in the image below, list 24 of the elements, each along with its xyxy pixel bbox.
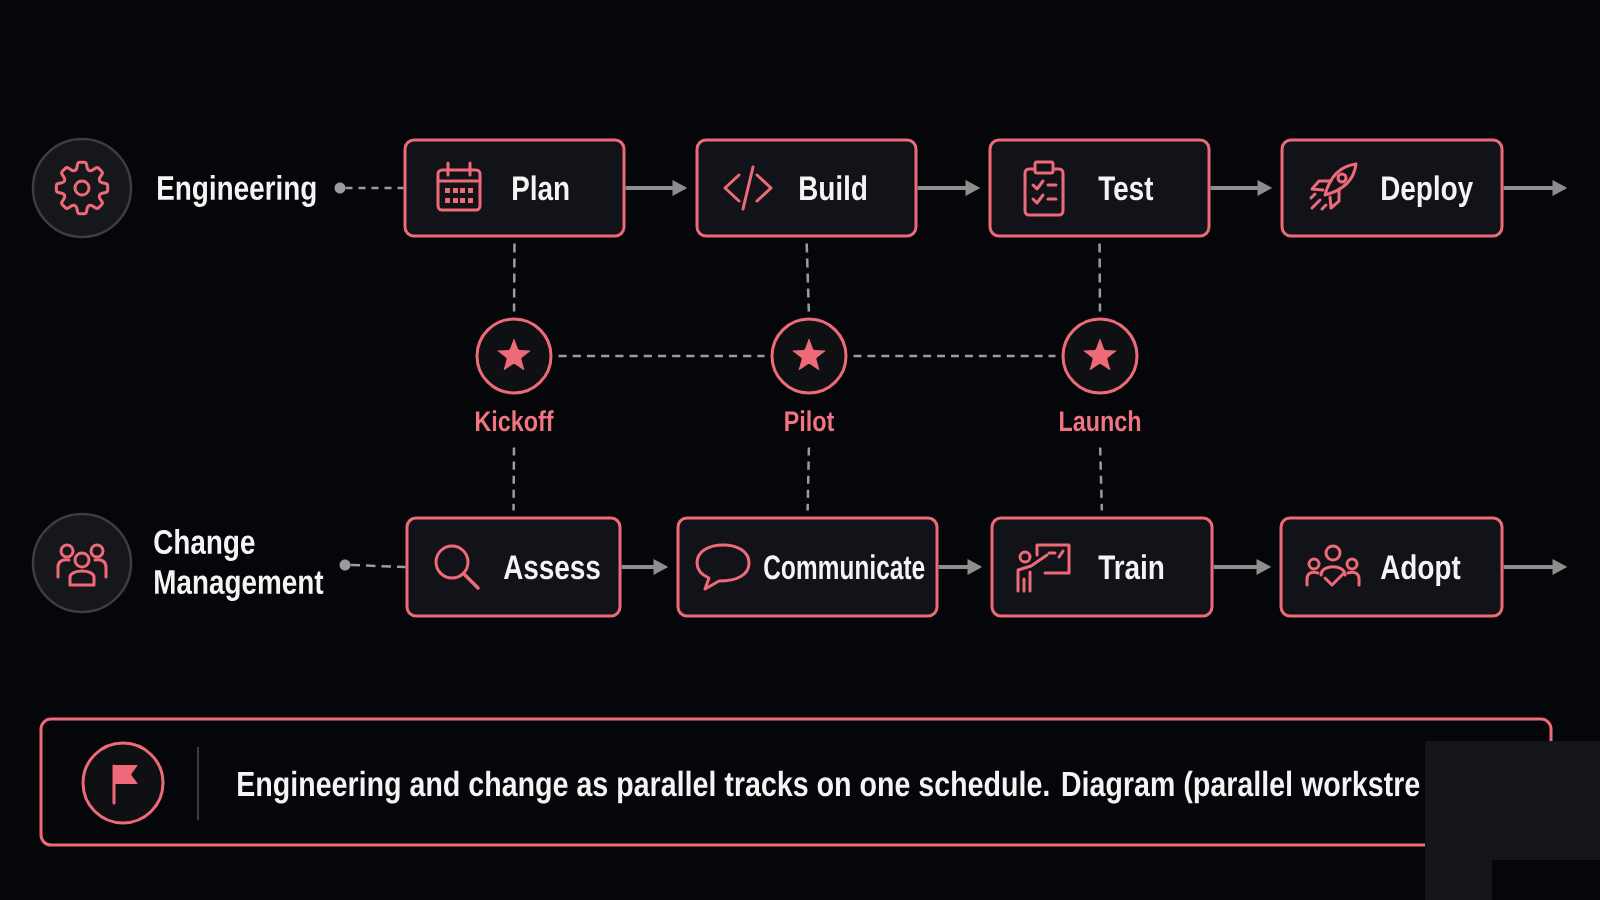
connector-line xyxy=(805,243,811,312)
lane-label: Engineering xyxy=(158,175,316,207)
connector-line xyxy=(345,186,404,190)
note-banner: Engineering and change as parallel tracks on one schedule. Diagram (parallel workstre xyxy=(39,717,1553,847)
milestone-label: Launch xyxy=(1060,410,1141,432)
process-box: Communicate xyxy=(676,516,939,618)
connector-line xyxy=(512,243,516,312)
connector-line xyxy=(1098,447,1104,511)
process-box: Build xyxy=(695,138,918,238)
connector-line xyxy=(558,354,765,358)
process-box: Plan xyxy=(403,138,626,238)
process-box: Adopt xyxy=(1279,516,1504,618)
process-box: Assess xyxy=(405,516,622,618)
connector-line xyxy=(512,447,516,511)
connector-line xyxy=(350,563,406,569)
connector-line xyxy=(1098,243,1102,312)
lane-label: Change Management xyxy=(154,529,324,601)
milestone-label: Pilot xyxy=(785,410,835,432)
milestone-label: Kickoff xyxy=(475,410,554,432)
process-box: Test xyxy=(988,138,1211,238)
process-box: Train xyxy=(990,516,1214,618)
connector-line xyxy=(806,447,811,511)
connector-line xyxy=(853,354,1056,358)
process-box: Deploy xyxy=(1280,138,1504,238)
